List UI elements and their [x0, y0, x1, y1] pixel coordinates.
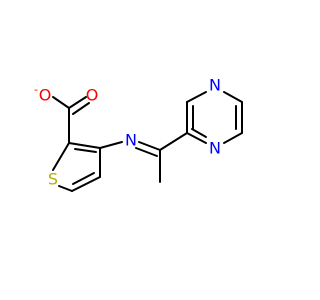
bond-c2-c3-double — [74, 148, 97, 153]
atom-n-pyrazine-top: N — [209, 76, 221, 95]
bond-pz-n-c1-double — [191, 128, 207, 138]
bond-pz-n-c3 — [223, 91, 243, 103]
bond-n-cimine-b — [135, 147, 158, 157]
atom-o-anion: O — [39, 86, 52, 105]
bond-cimine-pyrazine — [159, 132, 188, 151]
bond-c5-s — [58, 185, 73, 192]
atom-o-anion-charge: - — [34, 83, 38, 96]
bond-s-c2 — [52, 142, 70, 171]
bond-c4-c5-double — [72, 172, 95, 185]
bond-ccarboxyl-o-double-a — [68, 96, 87, 109]
bond-pz-n-c1 — [186, 132, 207, 144]
bond-ccarboxyl-o-double-b — [72, 102, 90, 115]
bond-c4-c5 — [71, 176, 101, 192]
bond-c3-n — [99, 141, 123, 149]
bond-c2-c3 — [68, 142, 101, 149]
atom-n-imine: N — [125, 131, 137, 150]
molecule-structure: O O - S N N N — [34, 76, 243, 192]
bond-pz-c2-n — [186, 91, 207, 103]
bond-pz-c4-n — [223, 132, 243, 144]
atom-n-pyrazine-bottom: N — [209, 139, 221, 158]
bond-ccarboxyl-o-anion — [52, 96, 70, 109]
atom-o-carbonyl: O — [86, 86, 99, 105]
atom-sulfur: S — [48, 170, 58, 189]
bond-n-cimine-a — [138, 141, 161, 151]
